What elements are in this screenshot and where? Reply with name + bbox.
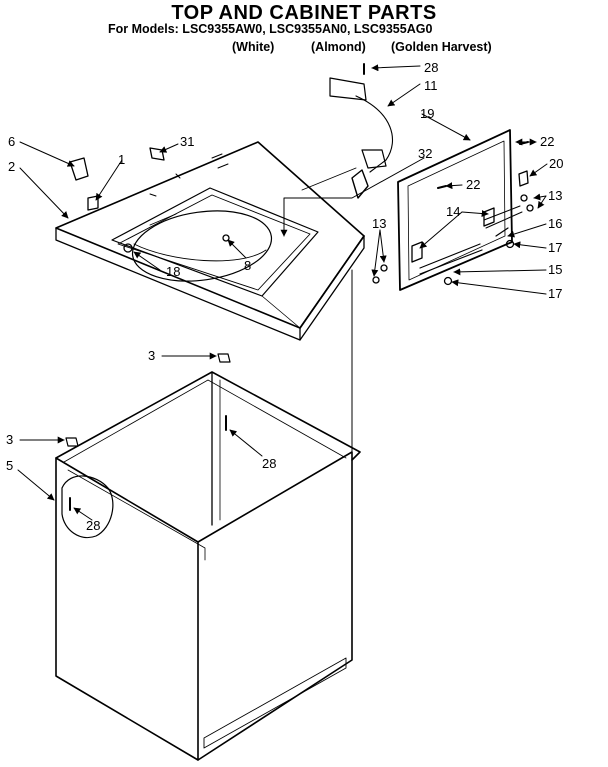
callout-28-cabinet: 28 — [262, 456, 276, 471]
callout-6: 6 — [8, 134, 15, 149]
callout-15: 15 — [548, 262, 562, 277]
models-line: For Models: LSC9355AW0, LSC9355AN0, LSC9… — [108, 22, 433, 36]
callout-5: 5 — [6, 458, 13, 473]
callout-13-right: 13 — [548, 188, 562, 203]
lid-hinge-assembly — [411, 205, 523, 275]
callout-28-panel: 28 — [86, 518, 100, 533]
lid-screws — [437, 141, 529, 189]
washer-lid — [397, 129, 513, 291]
callout-32: 32 — [418, 146, 432, 161]
callout-3-cabinet-front: 3 — [6, 432, 13, 447]
hinge-screws — [372, 264, 388, 284]
callout-3-cabinet-rear: 3 — [148, 348, 155, 363]
callout-22-upper: 22 — [540, 134, 554, 149]
callout-17-lower: 17 — [548, 286, 562, 301]
callout-13-left: 13 — [372, 216, 386, 231]
callout-2: 2 — [8, 159, 15, 174]
lid-bumper — [518, 170, 529, 187]
leader-lines — [17, 64, 548, 521]
variant-golden-harvest: (Golden Harvest) — [391, 40, 492, 54]
top-fasteners — [123, 234, 230, 253]
callout-31: 31 — [180, 134, 194, 149]
callout-8: 8 — [244, 258, 251, 273]
washer-cabinet — [55, 269, 361, 761]
page-title: TOP AND CABINET PARTS — [171, 2, 437, 24]
variant-almond: (Almond) — [311, 40, 366, 54]
callout-11: 11 — [424, 78, 438, 93]
washer-top-panel — [55, 141, 365, 341]
lid-switch-harness — [301, 77, 394, 191]
top-hinge-brackets — [69, 147, 165, 211]
callout-16: 16 — [548, 216, 562, 231]
cabinet-screws — [69, 63, 365, 511]
callout-18: 18 — [166, 264, 180, 279]
callout-14: 14 — [446, 204, 460, 219]
callout-20: 20 — [549, 156, 563, 171]
lid-switch-actuator — [351, 169, 369, 199]
cabinet-clips — [65, 353, 231, 447]
callout-19: 19 — [420, 106, 434, 121]
callout-28-screw-top: 28 — [424, 60, 438, 75]
variant-white: (White) — [232, 40, 275, 54]
callout-1: 1 — [118, 152, 125, 167]
callout-22-lower: 22 — [466, 177, 480, 192]
callout-17-upper: 17 — [548, 240, 562, 255]
